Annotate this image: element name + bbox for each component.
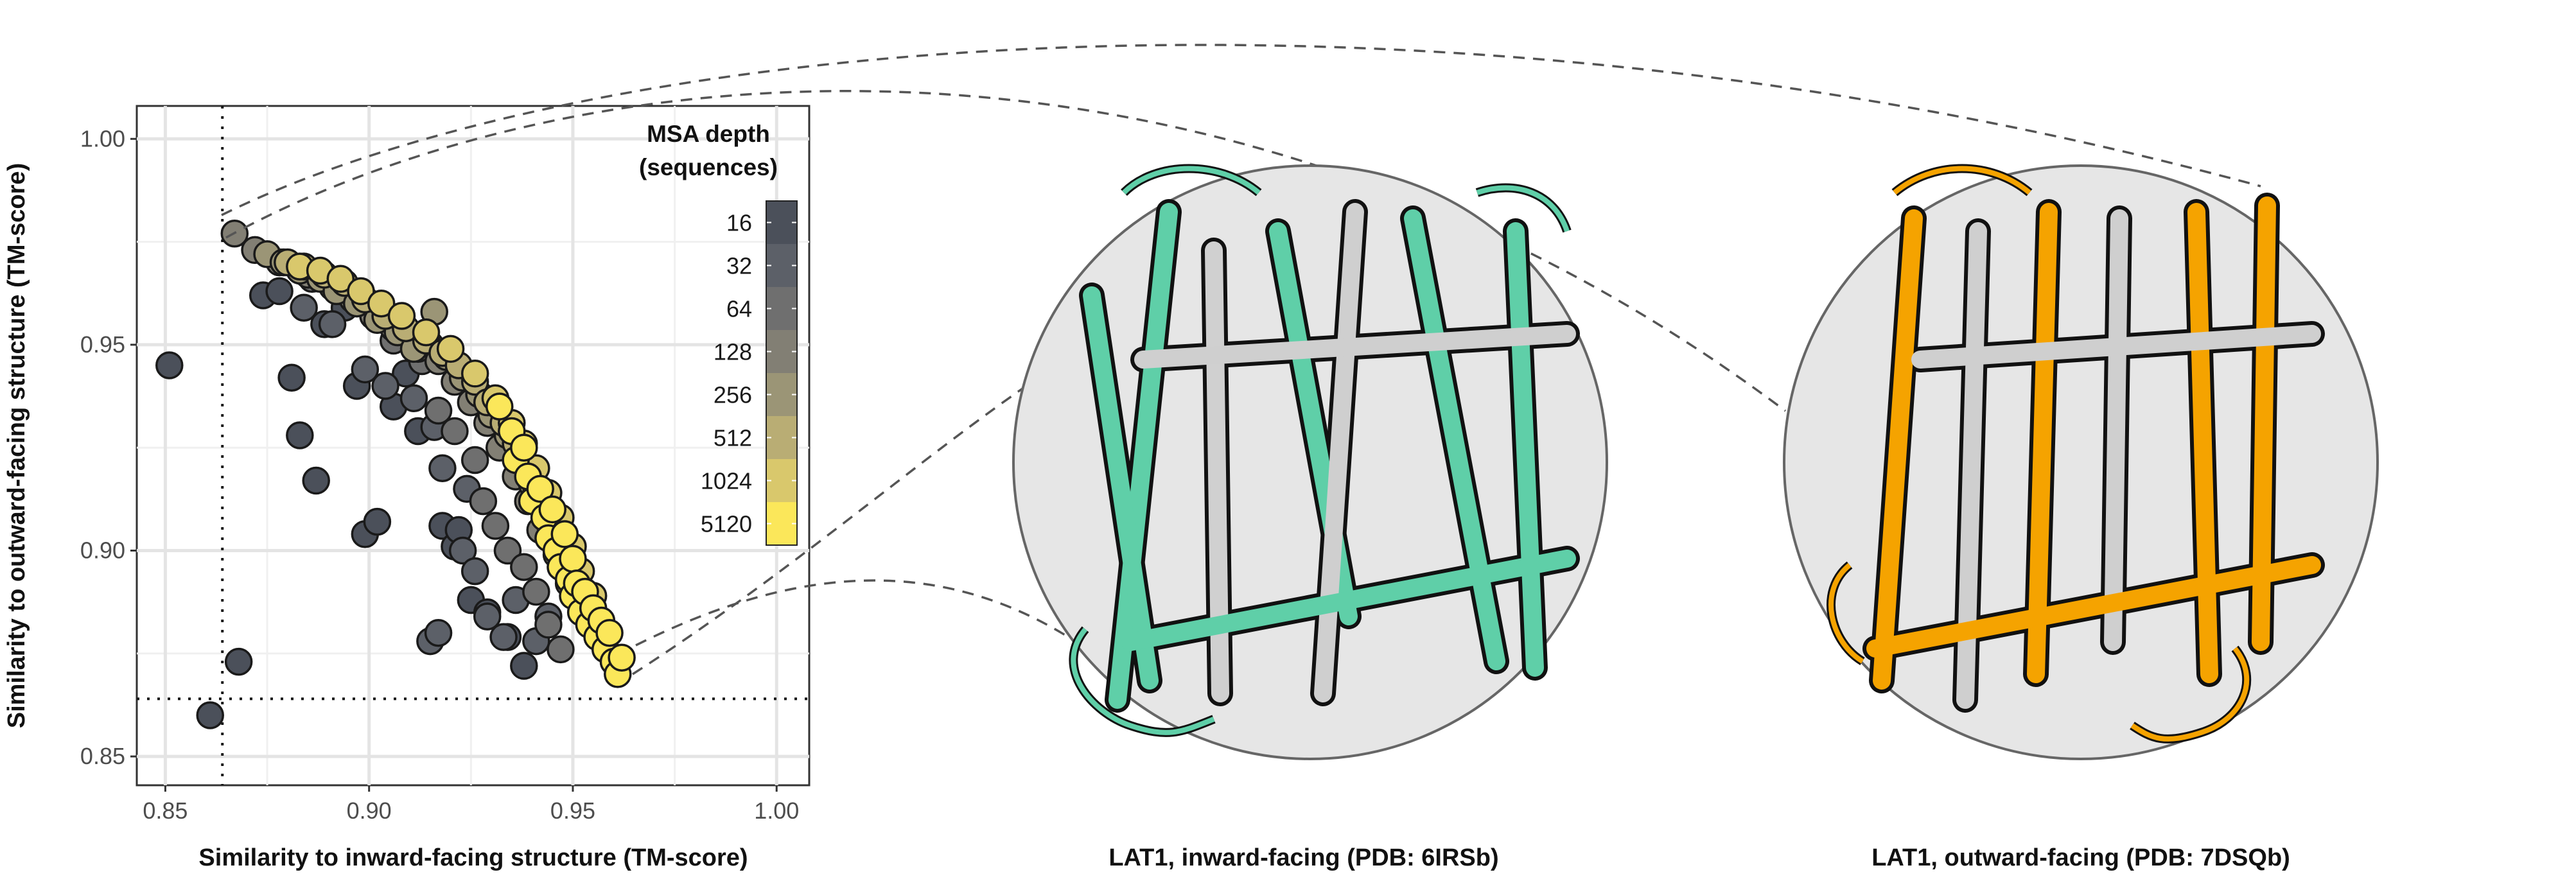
- point-depth-64: [522, 577, 550, 606]
- legend-colorbar: 16 32 64 128 256 512 1024 5120: [701, 200, 798, 546]
- structure-outward-facing: LAT1, outward-facing (PDB: 7DSQb): [1783, 164, 2379, 871]
- point-depth-16: [277, 363, 306, 392]
- loops-colored: [1071, 166, 1570, 735]
- legend-colorbar-frame: [766, 200, 798, 546]
- point-depth-1024: [436, 335, 465, 363]
- point-depth-5120: [485, 392, 514, 421]
- point-depth-32: [351, 355, 380, 384]
- point-depth-32: [290, 293, 318, 322]
- point-depth-32: [424, 619, 453, 647]
- y-tick-label: 1.00: [80, 125, 125, 152]
- point-depth-32: [460, 557, 489, 586]
- caption-outward: LAT1, outward-facing (PDB: 7DSQb): [1871, 844, 2290, 871]
- point-depth-32: [428, 454, 457, 483]
- point-depth-64: [441, 417, 469, 446]
- x-tick-label: 0.85: [143, 797, 188, 824]
- x-tick-label: 0.95: [550, 797, 595, 824]
- connector-bottom-lower: [635, 579, 1067, 647]
- helices: [1083, 203, 1576, 709]
- point-depth-16: [286, 421, 314, 449]
- point-depth-64: [481, 512, 510, 540]
- connector-bottom-upper: [632, 358, 1067, 675]
- legend-label: 16: [726, 210, 752, 236]
- point-depth-64: [424, 396, 453, 425]
- legend-label: 512: [714, 425, 752, 451]
- connector-top-outer: [221, 44, 2261, 216]
- point-depth-32: [318, 310, 347, 338]
- structure-inward-facing: LAT1, inward-facing (PDB: 6IRSb): [1012, 164, 1608, 871]
- plot-panel: [136, 105, 810, 787]
- point-depth-16: [265, 277, 294, 306]
- point-depth-16: [224, 647, 253, 676]
- legend-label: 64: [726, 296, 752, 322]
- legend-title-line1: MSA depth: [647, 121, 770, 147]
- axis-ticks: 0.85 0.90 0.95 1.00 0.85 0.90 0.95 1.00: [80, 125, 799, 824]
- caption-inward: LAT1, inward-facing (PDB: 6IRSb): [1108, 844, 1498, 871]
- point-depth-5120: [608, 643, 636, 672]
- point-depth-16: [363, 507, 392, 536]
- point-depth-16: [155, 351, 184, 379]
- point-depth-64: [510, 553, 538, 581]
- legend-label: 256: [714, 382, 752, 408]
- point-depth-5120: [510, 433, 538, 462]
- point-depth-64: [460, 446, 489, 474]
- point-depth-16: [510, 652, 538, 680]
- point-depth-1024: [460, 360, 489, 388]
- x-tick-label: 1.00: [754, 797, 799, 824]
- point-depth-16: [196, 701, 224, 729]
- x-axis-title: Similarity to inward-facing structure (T…: [198, 844, 748, 871]
- y-tick-label: 0.90: [80, 537, 125, 564]
- scatter-plot: 0.85 0.90 0.95 1.00 0.85 0.90 0.95 1.00 Similar…: [3, 105, 810, 871]
- point-depth-32: [489, 623, 518, 651]
- reference-lines: [137, 106, 809, 785]
- point-depth-64: [534, 611, 563, 639]
- point-depth-1024: [326, 265, 355, 293]
- loops-colored: [1828, 166, 2250, 742]
- point-depth-5120: [559, 544, 587, 573]
- point-depth-16: [302, 466, 330, 495]
- point-depth-5120: [526, 474, 554, 503]
- y-axis-title: Similarity to outward-facing structure (…: [3, 163, 30, 728]
- data-points: [155, 220, 636, 729]
- point-depth-64: [547, 635, 575, 664]
- legend-label: 32: [726, 253, 752, 279]
- helices: [1866, 196, 2321, 709]
- point-depth-32: [448, 536, 477, 565]
- structure-backdrop-circle: [1783, 164, 2379, 760]
- y-tick-label: 0.85: [80, 743, 125, 769]
- point-depth-1024: [412, 318, 441, 347]
- point-depth-32: [399, 384, 428, 413]
- point-depth-5120: [595, 619, 624, 647]
- legend-label: 5120: [701, 511, 752, 537]
- point-depth-1024: [387, 302, 416, 330]
- y-tick-label: 0.95: [80, 331, 125, 358]
- legend-title-line2: (sequences): [639, 154, 778, 180]
- point-depth-1024: [367, 290, 396, 318]
- point-depth-32: [371, 372, 399, 400]
- point-depth-32: [473, 602, 502, 631]
- point-depth-64: [493, 536, 522, 565]
- x-tick-label: 0.90: [347, 797, 392, 824]
- legend-label: 128: [714, 339, 752, 365]
- point-depth-1024: [347, 277, 375, 306]
- point-depth-64: [469, 487, 498, 516]
- point-depth-5120: [538, 495, 566, 524]
- legend-label: 1024: [701, 468, 752, 494]
- point-depth-5120: [550, 520, 579, 548]
- legend: MSA depth (sequences) 16 32 64 128 256 512 102…: [639, 121, 798, 546]
